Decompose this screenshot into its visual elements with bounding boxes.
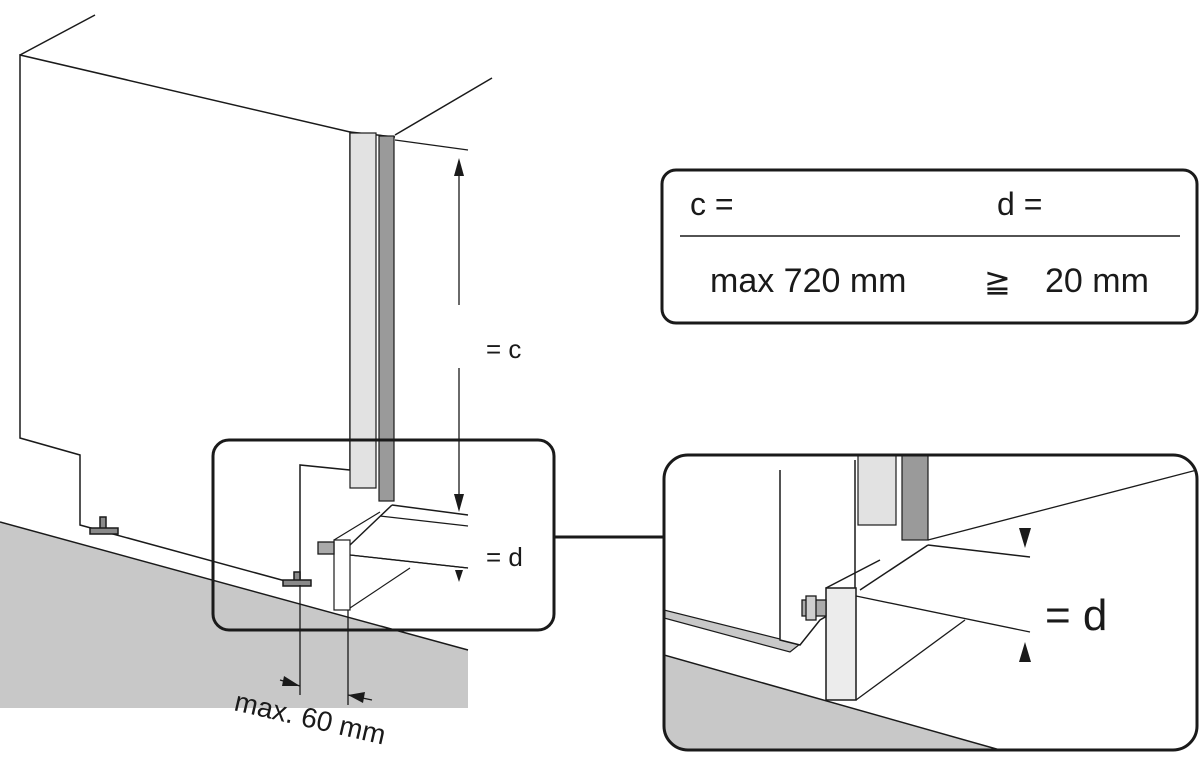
plinth-bottom-line	[349, 567, 411, 609]
cabinet-front-line	[349, 504, 393, 546]
plinth-top	[333, 511, 381, 541]
detail-dimension-d	[1019, 528, 1031, 662]
label-d: = d	[486, 542, 523, 572]
table-val-c: max 720 mm	[710, 262, 907, 300]
spec-table: c = d = max 720 mm ≧ 20 mm	[660, 168, 1199, 325]
dimension-c	[394, 139, 469, 512]
cabinet-base-line	[391, 504, 469, 516]
dimension-gap	[279, 585, 373, 705]
bracket	[317, 541, 335, 555]
zoom-box	[211, 438, 556, 632]
cabinet-top-edge	[394, 77, 493, 136]
foot-left	[89, 516, 119, 535]
spec-table-frame	[660, 168, 1199, 325]
detail-base-line	[927, 544, 1031, 558]
main-view: = c = d max. 60 mm	[0, 14, 664, 750]
foot-right	[282, 571, 312, 587]
trim-dark-strip	[378, 135, 395, 502]
detail-view	[664, 455, 1197, 750]
dimension-d-main	[349, 515, 469, 582]
label-d-detail: = d	[1045, 591, 1107, 640]
trim-light-strip	[349, 132, 377, 489]
door-top-edge	[19, 14, 96, 56]
label-c: = c	[486, 334, 521, 364]
detail-box	[662, 453, 1199, 752]
appliance-door	[19, 54, 351, 586]
plinth-board	[333, 539, 351, 611]
table-symbol: ≧	[984, 263, 1011, 299]
detail-plinth	[825, 587, 857, 701]
table-head-c: c =	[690, 186, 734, 222]
detail-bracket	[801, 595, 827, 621]
table-val-d: 20 mm	[1045, 262, 1149, 300]
floor	[0, 522, 468, 708]
detail-trim-dark	[901, 455, 929, 541]
table-head-d: d =	[997, 186, 1042, 222]
detail-trim-light	[857, 455, 897, 526]
